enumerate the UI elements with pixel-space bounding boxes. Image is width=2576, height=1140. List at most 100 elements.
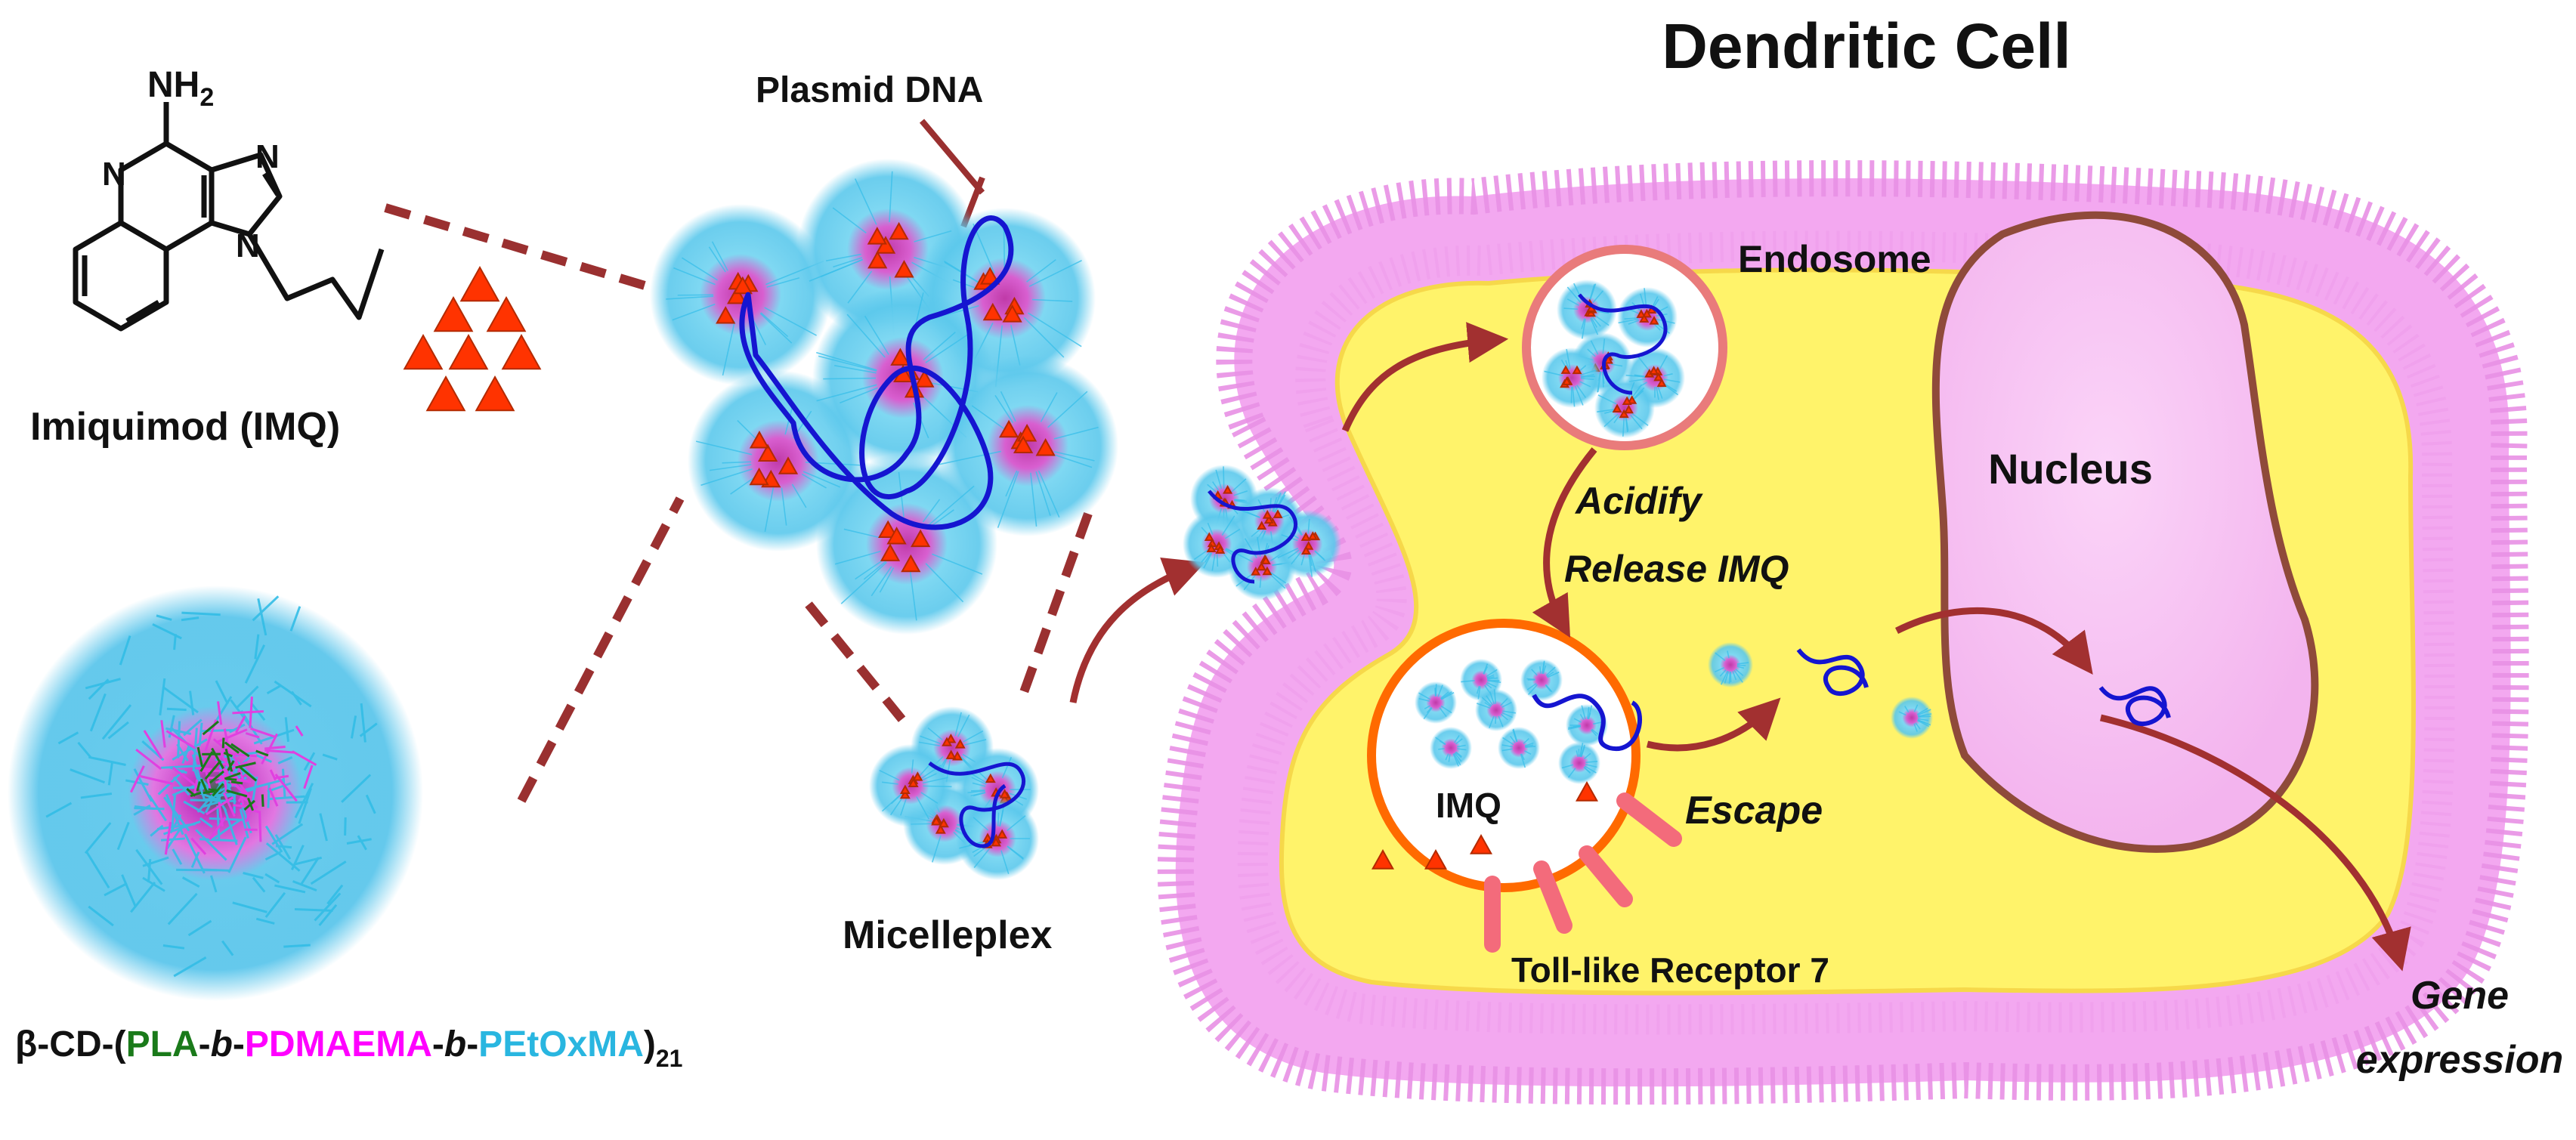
imq-triangle-icon (1424, 848, 1448, 870)
micelle (1557, 280, 1617, 340)
imq-triangle-icon (475, 375, 515, 412)
imq-triangle-icon (894, 260, 914, 278)
imq-triangle-icon (901, 554, 921, 573)
plasmid-label: Plasmid DNA (756, 70, 983, 110)
imq-triangle-icon (899, 784, 911, 794)
micelle (1430, 727, 1472, 769)
imq-triangle-icon (889, 221, 909, 240)
micelle (1498, 727, 1540, 769)
imq-triangle-icon (899, 789, 911, 799)
imq-triangle-icon (501, 333, 542, 370)
micelle (816, 453, 997, 635)
late-endosome: IMQ (1367, 619, 1682, 953)
imq-triangle-icon (1612, 403, 1622, 413)
imq-triangle-icon (1013, 435, 1034, 453)
receptors (1484, 792, 1682, 953)
dna-strand (739, 215, 1014, 530)
imq-triangle-icon (459, 265, 500, 302)
imq-triangle-icon (1300, 532, 1311, 541)
imq-triangle-icon (999, 789, 1010, 799)
imq-triangle-icon (1251, 567, 1261, 576)
imq-triangle-icon (998, 419, 1019, 438)
imq-triangle-icon (448, 333, 489, 370)
acidify-label: Acidify (1574, 480, 1703, 522)
imq-triangle-icon (1619, 409, 1629, 419)
gene-label-2: expression (2356, 1038, 2564, 1082)
cell-title: Dendritic Cell (1662, 11, 2070, 82)
polymer-formula: β-CD-(PLA-b-PDMAEMA-b-PEtOxMA)21 (15, 1024, 682, 1072)
imq-triangle-icon (1223, 485, 1233, 494)
micelle (869, 744, 952, 827)
dna-strand (2098, 686, 2171, 727)
imq-triangle-icon (1257, 521, 1267, 530)
imq-triangle-icon (1639, 314, 1650, 323)
micelleplex-entry (1183, 465, 1341, 601)
imq-triangle-icon (880, 543, 901, 561)
micelle (1566, 704, 1608, 746)
micelle (1273, 510, 1341, 578)
micelle (956, 797, 1039, 880)
process-arrows (1069, 322, 2411, 972)
imq-triangle-icon (945, 749, 957, 759)
imq-triangle-icon (1263, 514, 1274, 524)
imq-triangle-icon (867, 250, 888, 269)
imq-triangle-cluster (403, 265, 542, 412)
micelle (1520, 659, 1563, 701)
micelle (1475, 689, 1517, 731)
imq-triangle-icon (908, 777, 919, 788)
imq-triangle-icon (1653, 372, 1664, 382)
imq-triangle-icon (1572, 365, 1582, 375)
imq-label: IMQ (1436, 786, 1501, 825)
micelle (1617, 287, 1678, 348)
dna-strand (1532, 694, 1642, 752)
ring-n-bottom: N (236, 227, 260, 264)
nh2-label: NH2 (147, 65, 214, 112)
micelleplex-small (869, 706, 1039, 880)
nucleus: Nucleus (1931, 211, 2319, 853)
imq-triangle-icon (954, 739, 966, 749)
micelleplex-cluster-large (650, 159, 1118, 635)
imq-triangle-icon (1636, 309, 1647, 318)
imq-triangle-icon (749, 431, 770, 449)
imq-triangle-icon (1002, 304, 1022, 323)
release-label: Release IMQ (1564, 548, 1789, 590)
plasmid-pointer (919, 119, 985, 195)
imq-triangle-icon (1649, 316, 1659, 325)
ring-n-left: N (102, 156, 126, 193)
imq-triangle-icon (1627, 395, 1637, 404)
gene-label-1: Gene (2411, 974, 2509, 1018)
imiquimod-label: Imiquimod (IMQ) (30, 405, 340, 449)
imq-triangle-icon (886, 527, 907, 545)
dna-strand (928, 762, 1026, 848)
micelle (1708, 642, 1753, 687)
imq-triangle-icon (757, 443, 778, 462)
imq-triangle-icon (911, 529, 931, 548)
endosome (1522, 245, 1727, 450)
polymer-micelle (8, 585, 423, 1001)
imq-triangle-icon (1206, 543, 1217, 552)
imq-triangle-icon (980, 267, 1000, 285)
imq-triangle-icon (942, 737, 952, 746)
imq-triangle-icon (1262, 566, 1273, 576)
imq-triangle-icon (867, 227, 887, 245)
imq-triangle-icon (1300, 545, 1311, 555)
micelle (1558, 742, 1600, 784)
imq-triangle-icon (1622, 396, 1632, 405)
imq-triangle-icon (945, 734, 957, 743)
tlr7-label: Toll-like Receptor 7 (1511, 950, 1829, 990)
imq-triangle-icon (1371, 848, 1395, 870)
imq-triangle-icon (486, 295, 527, 332)
micelle (1415, 681, 1457, 724)
imq-triangle-icon (912, 771, 923, 781)
imq-triangle-icon (1260, 555, 1271, 564)
imq-triangle-icon (931, 816, 942, 826)
imq-triangle-icon (914, 369, 935, 388)
imq-triangle-icon (1256, 561, 1266, 571)
imq-triangle-icon (732, 276, 753, 295)
imq-triangle-icon (716, 306, 736, 324)
imq-triangle-icon (1262, 510, 1273, 519)
imq-triangle-icon (727, 286, 747, 304)
imq-triangle-icon (935, 824, 946, 834)
imq-triangle-icon (997, 829, 1008, 839)
nucleus-label: Nucleus (1988, 445, 2153, 493)
